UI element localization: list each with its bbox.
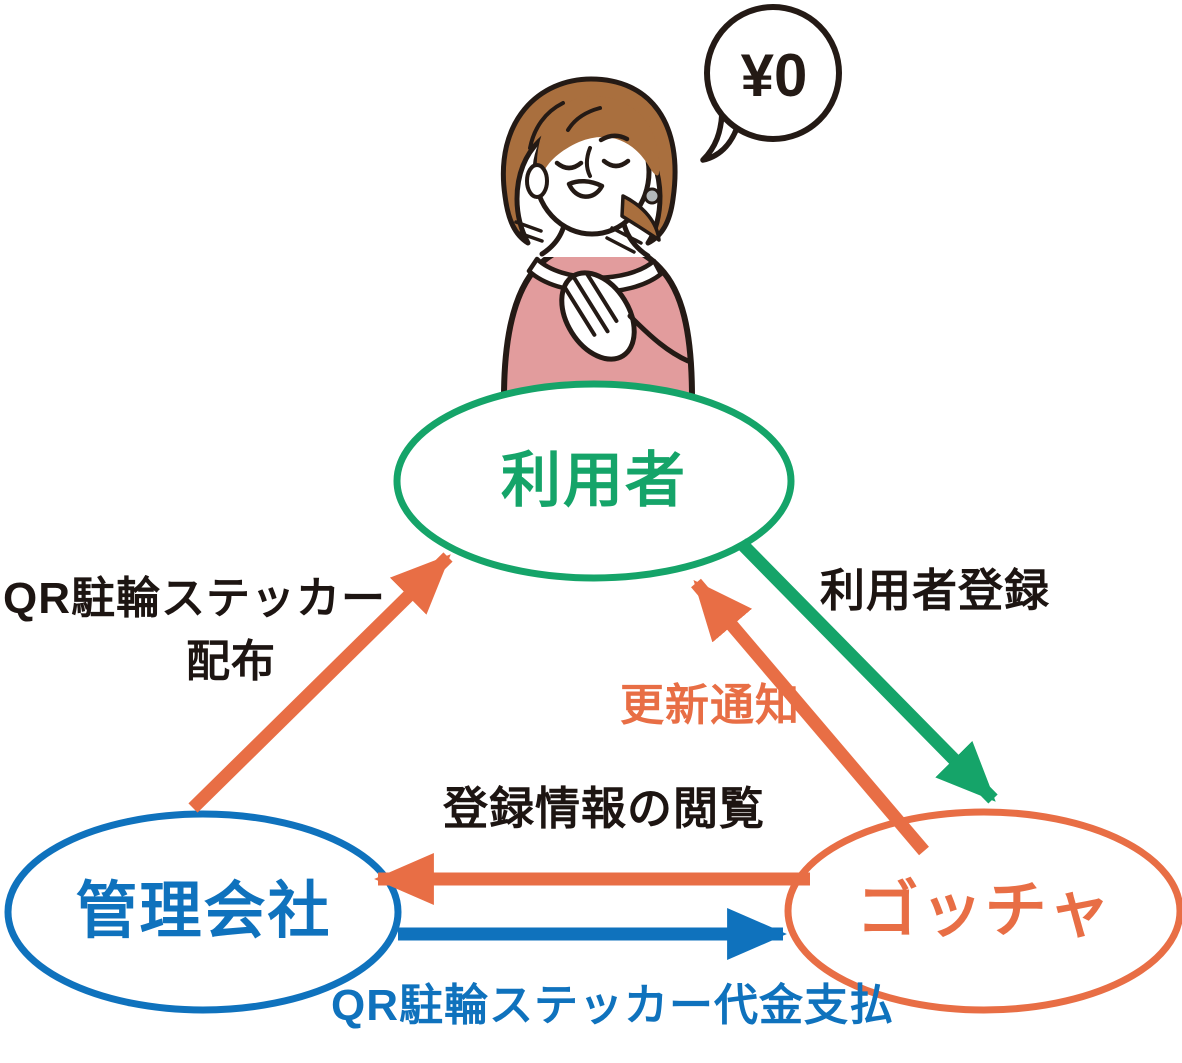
woman-illustration xyxy=(500,76,695,433)
woman-mouth xyxy=(566,179,605,199)
arrow-user-registration xyxy=(736,538,998,804)
edge-label-sticker-distribution-line1: QR駐輪ステッカー xyxy=(3,574,386,623)
edge-label-sticker-distribution-line2: 配布 xyxy=(186,637,276,686)
edge-label-update-notice: 更新通知 xyxy=(620,681,800,730)
speech-bubble-circle xyxy=(704,4,842,142)
node-user-ellipse xyxy=(393,380,795,582)
woman-bang xyxy=(536,96,660,179)
edge-label-sticker-payment: QR駐輪ステッカー代金支払 xyxy=(331,981,894,1030)
arrow-update-notice xyxy=(691,578,929,856)
edge-label-user-registration: 利用者登録 xyxy=(820,565,1051,616)
node-management-ellipse xyxy=(4,810,402,1014)
node-management-label: 管理会社 xyxy=(75,877,332,946)
node-gotcha-ellipse xyxy=(784,808,1182,1014)
speech-bubble xyxy=(700,4,842,163)
edge-label-registration-info-view: 登録情報の閲覧 xyxy=(443,783,766,834)
woman-ear-icon xyxy=(525,163,549,199)
arrow-sticker-distribution xyxy=(188,552,453,813)
woman-earring-icon xyxy=(643,187,661,205)
speech-bubble-text: ¥0 xyxy=(740,41,808,109)
node-user-label: 利用者 xyxy=(501,447,687,514)
node-gotcha-label: ゴッチャ xyxy=(856,876,1113,945)
